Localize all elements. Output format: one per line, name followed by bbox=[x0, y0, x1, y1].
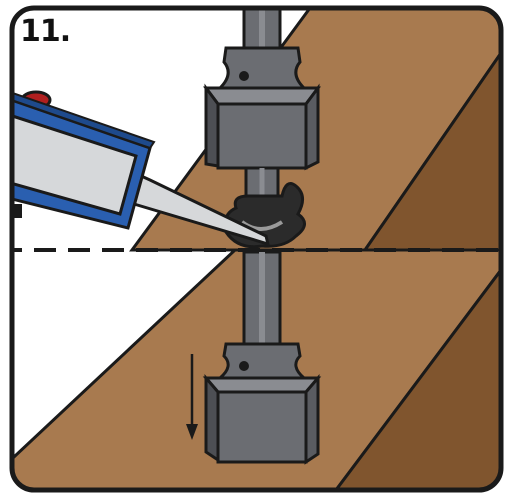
caulking-gun bbox=[12, 88, 271, 247]
step-number: 11. bbox=[20, 14, 71, 49]
panel-frame bbox=[9, 5, 504, 493]
upper-baluster bbox=[203, 8, 321, 230]
down-arrow-icon bbox=[186, 354, 198, 440]
lower-baluster bbox=[202, 250, 322, 465]
collar-hole bbox=[239, 71, 249, 81]
stair-side-lower bbox=[327, 253, 501, 490]
adhesive-highlight bbox=[240, 220, 284, 231]
collar-hole-lower bbox=[239, 361, 249, 371]
